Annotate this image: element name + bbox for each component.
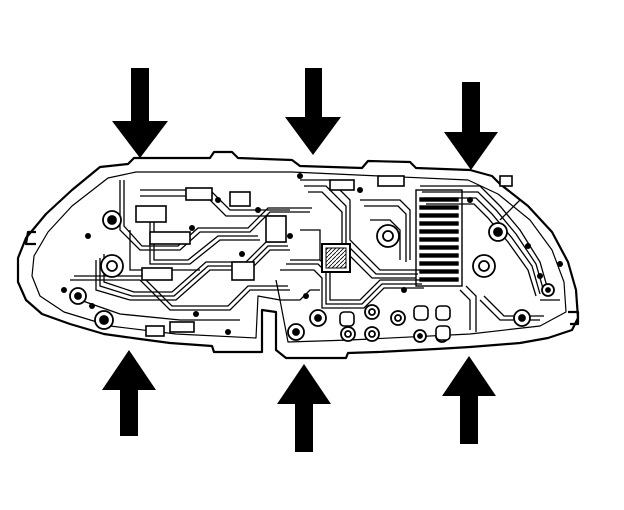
screw-boss <box>472 254 496 278</box>
screw-boss <box>69 287 87 305</box>
screw-boss <box>364 326 380 342</box>
screw-boss <box>309 309 327 327</box>
arrow-down-1 <box>112 68 168 158</box>
right-mounting-tab <box>568 310 580 326</box>
screw-boss <box>376 224 400 248</box>
screw-boss <box>390 310 406 326</box>
screw-boss <box>100 254 124 278</box>
screw-boss <box>364 304 380 320</box>
screw-bosses <box>69 210 555 343</box>
screw-boss <box>488 222 508 242</box>
arrow-down-3 <box>444 82 498 170</box>
board-outline <box>16 150 580 360</box>
screw-boss <box>94 310 114 330</box>
arrow-up-2 <box>277 364 331 452</box>
connector-pins <box>419 197 459 282</box>
vias <box>61 173 563 335</box>
arrow-up-3 <box>442 356 496 444</box>
screw-boss <box>513 309 531 327</box>
connector-block <box>415 189 463 287</box>
screw-boss <box>413 329 427 343</box>
gm-logo-icon <box>321 243 351 273</box>
bulb-sockets <box>339 305 451 341</box>
screw-boss <box>541 283 555 297</box>
screw-boss <box>287 323 305 341</box>
left-mounting-tab <box>24 230 36 246</box>
arrow-down-2 <box>285 68 341 155</box>
arrows <box>102 68 498 452</box>
component-pads <box>135 175 513 337</box>
connector-outline <box>415 189 463 287</box>
screw-boss <box>340 326 356 342</box>
board-inner-border <box>31 171 567 343</box>
circuit-board <box>16 150 580 360</box>
arrow-up-1 <box>102 350 156 436</box>
screw-boss <box>102 210 122 230</box>
